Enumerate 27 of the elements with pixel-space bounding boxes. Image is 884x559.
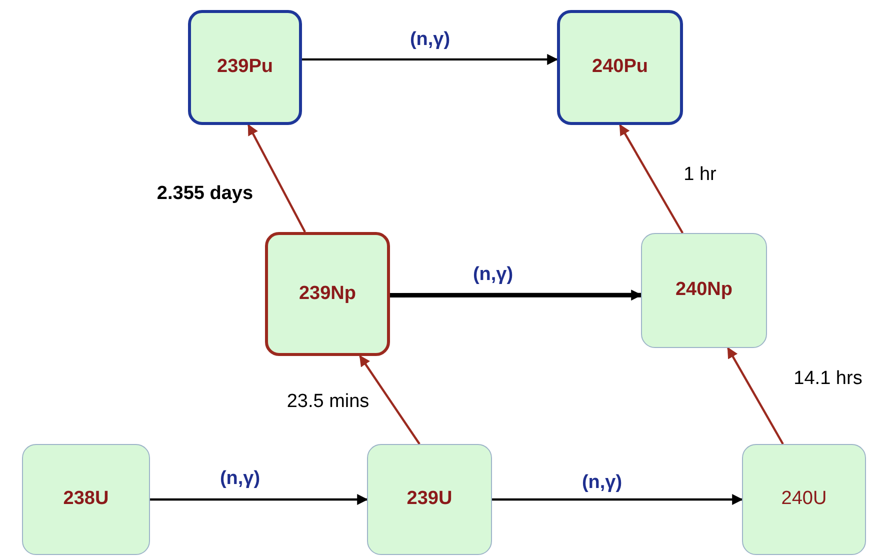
edge-label: (n,γ)	[408, 28, 452, 52]
arrow	[150, 494, 368, 505]
edge-label: (n,γ)	[218, 467, 262, 491]
edge-label: 2.355 days	[154, 182, 256, 206]
arrow	[302, 54, 558, 65]
nuclide-box	[367, 444, 492, 555]
nuclide-label: 238U	[63, 487, 109, 512]
nuclide-box	[557, 10, 683, 125]
nuclide-label: 240U	[781, 487, 827, 512]
nuclide-label: 239Pu	[217, 55, 273, 80]
arrow	[726, 347, 784, 445]
arrow	[390, 290, 642, 301]
edge-label: (n,γ)	[470, 263, 516, 287]
nuclide-label: 239U	[406, 487, 452, 512]
nuclide-box	[188, 10, 302, 125]
nuclide-label: 240Np	[675, 278, 733, 302]
nuclide-box	[265, 232, 390, 356]
edge-label: (n,γ)	[580, 471, 624, 495]
arrow	[247, 124, 306, 233]
nuclide-label: 239Np	[298, 282, 356, 306]
nuclide-box	[22, 444, 150, 555]
arrow	[359, 355, 420, 445]
nuclide-box	[641, 233, 767, 348]
arrow	[492, 494, 744, 505]
nuclide-box	[742, 444, 866, 555]
arrow	[619, 124, 684, 234]
nuclide-label: 240Pu	[592, 55, 648, 80]
